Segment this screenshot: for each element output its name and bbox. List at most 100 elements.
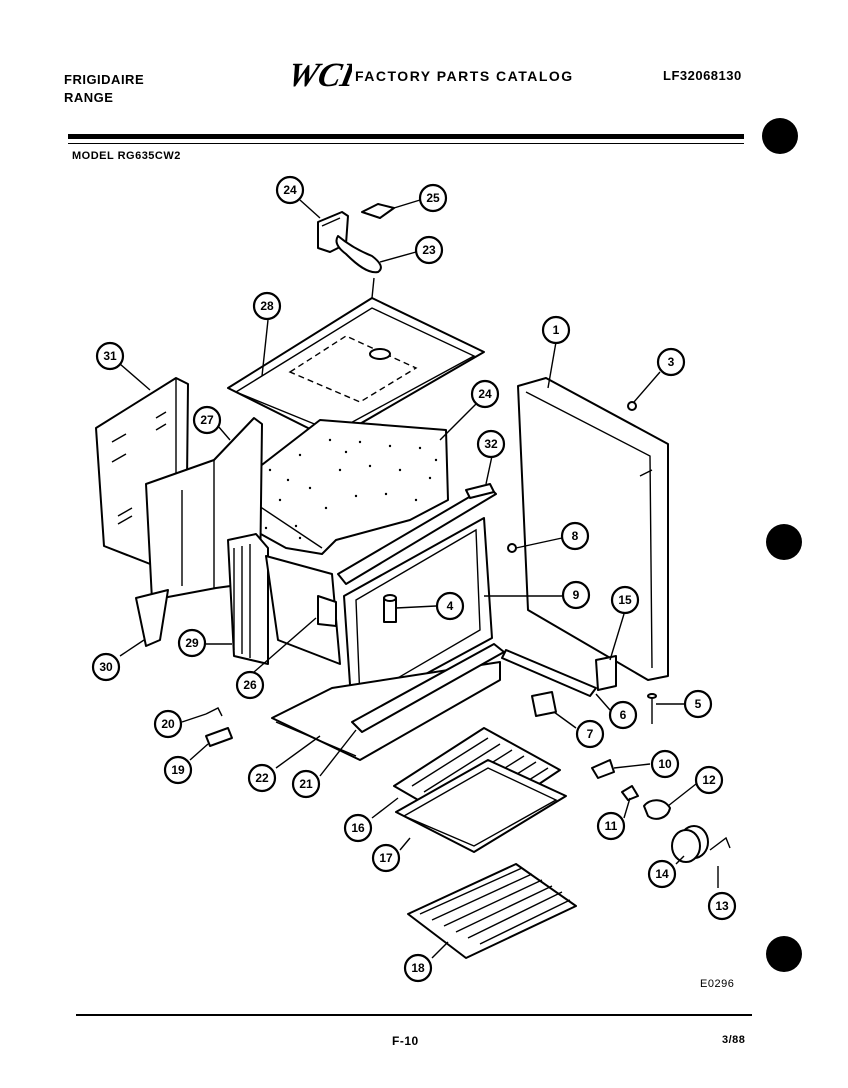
svg-text:12: 12 [702,773,716,787]
svg-text:17: 17 [379,851,393,865]
top-panel-part [227,277,485,441]
svg-text:4: 4 [447,599,454,613]
callout-32: 32 [476,429,506,459]
svg-text:1: 1 [553,323,560,337]
svg-text:5: 5 [695,697,702,711]
callout-15: 15 [610,585,640,615]
svg-text:18: 18 [411,961,425,975]
side-insulation-part [227,533,269,665]
svg-text:14: 14 [655,867,669,881]
svg-text:7: 7 [587,727,594,741]
hinge-bracket-part [595,655,617,691]
svg-text:15: 15 [618,593,632,607]
callout-21: 21 [291,769,321,799]
gasket-part [361,203,395,219]
callout-31: 31 [95,341,125,371]
svg-text:25: 25 [426,191,440,205]
oven-front-frame-part [337,483,497,715]
callout-19: 19 [163,755,193,785]
svg-text:23: 23 [422,243,436,257]
catalog-number: LF32068130 [663,68,742,83]
callout-13: 13 [707,891,737,921]
svg-text:21: 21 [299,777,313,791]
oven-rack-guide-part [501,649,597,697]
revision-date: 3/88 [722,1034,746,1046]
receptacle-block-part [531,691,557,717]
callout-3: 3 [656,347,686,377]
svg-text:20: 20 [161,717,175,731]
callout-24b: 24 [470,379,500,409]
punch-hole-bottom [766,936,802,972]
control-knob-small-part [643,799,671,820]
svg-text:26: 26 [243,678,257,692]
callout-23: 23 [414,235,444,265]
brand-label: FRIGIDAIRE [64,72,145,87]
callout-9: 9 [561,580,591,610]
callout-28: 28 [252,291,282,321]
svg-text:32: 32 [484,437,498,451]
svg-text:9: 9 [573,588,580,602]
svg-text:10: 10 [658,757,672,771]
leader-lines [119,199,719,959]
callout-18: 18 [403,953,433,983]
callout-25: 25 [418,183,448,213]
footer-rule [76,1014,752,1016]
svg-text:30: 30 [99,660,113,674]
callout-12: 12 [694,765,724,795]
oven-cavity-part [265,555,341,665]
svg-text:24: 24 [283,183,297,197]
door-stop-part [205,707,233,747]
diagram-code: E0296 [700,978,735,990]
svg-text:6: 6 [620,708,627,722]
callout-16: 16 [343,813,373,843]
callout-5: 5 [683,689,713,719]
callout-1: 1 [541,315,571,345]
knob-insert-part [621,785,639,801]
callout-24a: 24 [275,175,305,205]
oven-burner-part [383,594,397,623]
oven-rack-part [407,863,577,959]
svg-text:29: 29 [185,636,199,650]
catalog-title: FACTORY PARTS CATALOG [355,68,574,84]
callout-14: 14 [647,859,677,889]
callout-27: 27 [192,405,222,435]
knob-clip-part [709,836,731,851]
callout-10: 10 [650,749,680,779]
wci-logo: WCI [284,56,360,94]
right-side-panel-part [517,377,669,681]
burner-tube-part [335,235,382,274]
callout-20: 20 [153,709,183,739]
wci-logo-text: WCI [290,58,352,92]
control-knob-part [671,825,709,863]
broiler-pan-part [395,759,567,853]
svg-text:3: 3 [668,355,675,369]
header-rule-thin [68,143,744,144]
callout-26: 26 [235,670,265,700]
punch-hole-top [762,118,798,154]
callout-6: 6 [608,700,638,730]
svg-text:16: 16 [351,821,365,835]
punch-hole-middle [766,524,802,560]
svg-text:11: 11 [605,819,618,833]
product-label: RANGE [64,90,114,105]
svg-text:24: 24 [478,387,492,401]
valve-spring-part [591,759,615,779]
model-label: MODEL RG635CW2 [72,150,181,162]
callout-22: 22 [247,763,277,793]
svg-text:19: 19 [171,763,185,777]
svg-text:13: 13 [715,899,729,913]
svg-text:8: 8 [572,529,579,543]
callout-29: 29 [177,628,207,658]
svg-text:31: 31 [103,349,117,363]
callout-30: 30 [91,652,121,682]
callout-17: 17 [371,843,401,873]
callout-11: 11 [596,811,626,841]
page-number: F-10 [392,1034,419,1048]
callout-8: 8 [560,521,590,551]
leveling-screw-part [647,693,657,724]
corner-bracket-part [135,589,169,647]
callout-4: 4 [435,591,465,621]
svg-text:28: 28 [260,299,274,313]
svg-text:22: 22 [255,771,269,785]
